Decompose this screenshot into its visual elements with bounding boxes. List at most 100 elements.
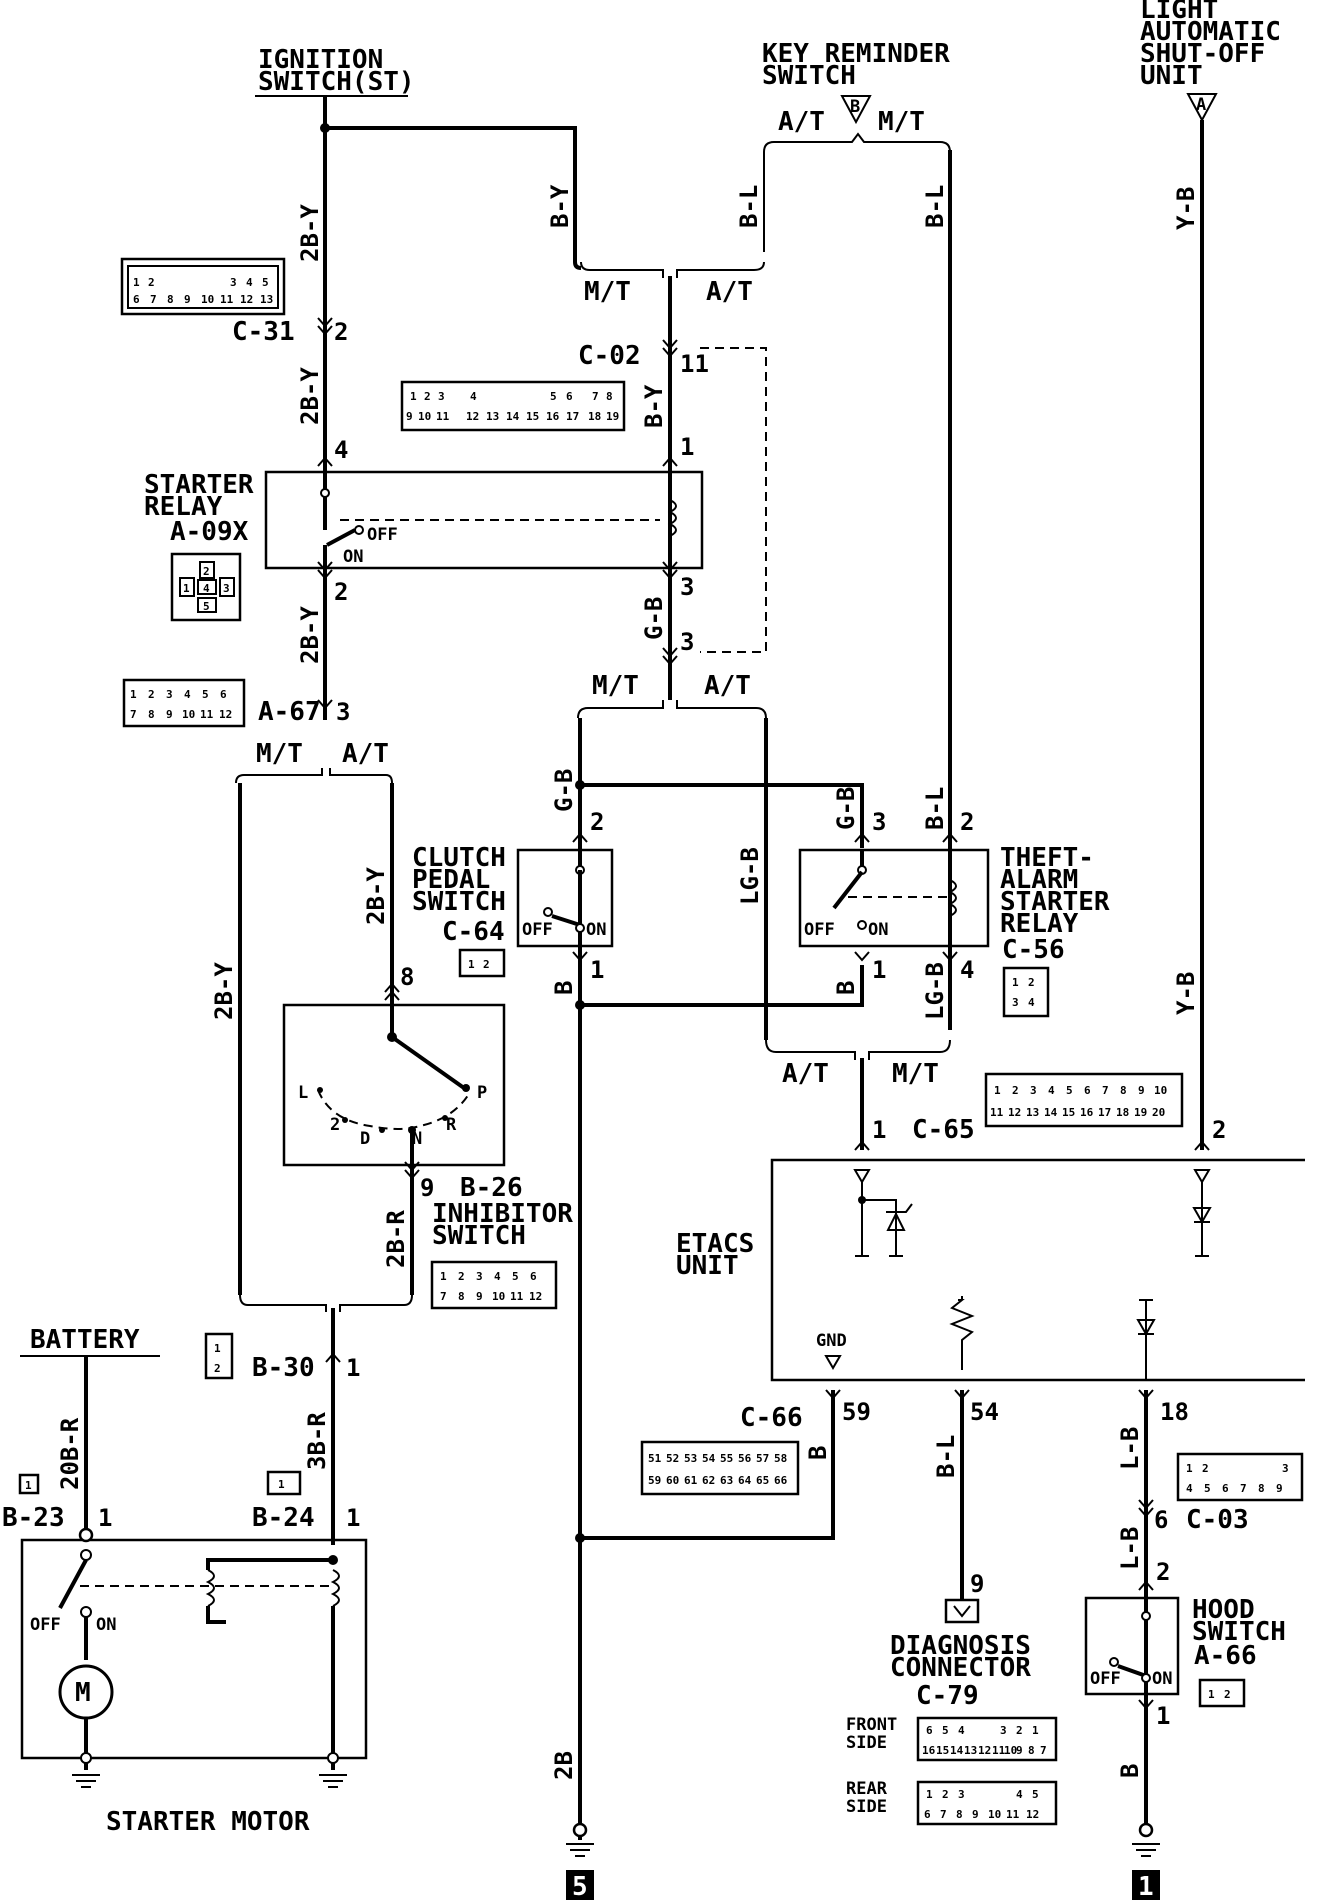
svg-text:7: 7 bbox=[130, 708, 137, 721]
svg-text:6: 6 bbox=[220, 688, 227, 701]
theft-relay-labels: THEFT- ALARM STARTER RELAY C-56 bbox=[1000, 843, 1110, 965]
svg-text:LIGHT: LIGHT bbox=[1140, 0, 1218, 25]
svg-text:9: 9 bbox=[166, 708, 173, 721]
starter-pullin-coil bbox=[205, 1569, 215, 1607]
relay-on: ON bbox=[343, 547, 363, 567]
ground-left-ref-box bbox=[566, 1870, 594, 1900]
connector-b23-face: 1 bbox=[18, 1473, 40, 1495]
svg-text:6: 6 bbox=[566, 390, 573, 403]
hood-blade bbox=[1117, 1664, 1147, 1678]
wire-label-light-yb: Y-B bbox=[1172, 187, 1200, 230]
pin-relay-top: 4 bbox=[334, 436, 348, 464]
battery-label: BATTERY bbox=[30, 1325, 140, 1355]
svg-text:3: 3 bbox=[223, 582, 230, 595]
hood-top-symbol bbox=[1138, 1580, 1154, 1591]
connector-a66-face: 1 2 bbox=[1198, 1678, 1246, 1708]
theft-on: ON bbox=[868, 920, 888, 940]
svg-text:10: 10 bbox=[1004, 1744, 1017, 1757]
pin-relay-coil-top: 1 bbox=[680, 433, 694, 461]
svg-text:3: 3 bbox=[476, 1270, 483, 1283]
center-split-mt: M/T bbox=[592, 671, 639, 701]
svg-text:8: 8 bbox=[167, 293, 174, 306]
starter-off: OFF bbox=[30, 1615, 61, 1635]
svg-text:51: 51 bbox=[648, 1452, 662, 1465]
svg-text:1: 1 bbox=[1186, 1462, 1193, 1475]
svg-text:2: 2 bbox=[330, 1115, 340, 1135]
svg-text:66: 66 bbox=[774, 1474, 788, 1487]
left-split-mt: M/T bbox=[256, 739, 303, 769]
pin-clutch-bot: 1 bbox=[590, 956, 604, 984]
connector-c65-face: 1 2 3 4 5 6 7 8 9 10 11 12 13 14 15 16 1… bbox=[984, 1072, 1184, 1128]
ground-left-symbol bbox=[566, 1843, 594, 1857]
svg-text:12: 12 bbox=[978, 1744, 991, 1757]
connector-c64-face: 1 2 bbox=[458, 948, 506, 978]
svg-text:13: 13 bbox=[964, 1744, 977, 1757]
relay-coil bbox=[667, 499, 677, 537]
connector-c66-label: C-66 bbox=[740, 1403, 803, 1433]
lower-merge-bracket bbox=[765, 1039, 951, 1060]
svg-text:C-56: C-56 bbox=[1002, 935, 1065, 965]
pin-theft-sw-bot: 1 bbox=[872, 956, 886, 984]
relay-off: OFF bbox=[367, 525, 398, 545]
wire-label-ground-2b: 2B bbox=[550, 1751, 578, 1780]
center-merge-bracket bbox=[580, 261, 765, 278]
svg-text:11: 11 bbox=[1006, 1808, 1020, 1821]
svg-text:9: 9 bbox=[972, 1808, 979, 1821]
etacs-labels: ETACS UNIT bbox=[676, 1229, 754, 1281]
diag-terminal-symbol bbox=[953, 1605, 971, 1618]
pin-c31: 2 bbox=[334, 318, 348, 346]
svg-text:9: 9 bbox=[184, 293, 191, 306]
pin-clutch-top: 2 bbox=[590, 808, 604, 836]
svg-text:SIDE: SIDE bbox=[846, 1797, 887, 1817]
wire-label-hood-lb: L-B bbox=[1116, 1427, 1144, 1470]
svg-text:4: 4 bbox=[470, 390, 477, 403]
hood-switch-box bbox=[1084, 1596, 1180, 1696]
inhibitor-top-symbol bbox=[384, 982, 400, 1001]
motor-symbol: M bbox=[75, 1678, 91, 1708]
starter-solenoid-contact bbox=[58, 1559, 88, 1609]
svg-text:11: 11 bbox=[510, 1290, 524, 1303]
connector-c79-rear-face: 1 2 3 4 5 6 7 8 9 10 11 12 bbox=[916, 1780, 1058, 1826]
theft-coil bbox=[947, 879, 957, 917]
svg-text:5: 5 bbox=[1066, 1084, 1073, 1097]
lower-merge-mt: M/T bbox=[892, 1059, 939, 1089]
svg-text:2: 2 bbox=[148, 276, 155, 289]
svg-text:65: 65 bbox=[756, 1474, 769, 1487]
wire-label-diag-bl: B-L bbox=[932, 1435, 960, 1478]
svg-text:16: 16 bbox=[1080, 1106, 1094, 1119]
pin-c02-bot: 3 bbox=[680, 628, 694, 656]
key-reminder-label-1: KEY REMINDER bbox=[762, 39, 950, 69]
svg-text:1: 1 bbox=[130, 688, 137, 701]
svg-text:7: 7 bbox=[592, 390, 599, 403]
svg-text:4: 4 bbox=[1028, 996, 1035, 1009]
svg-text:6: 6 bbox=[530, 1270, 537, 1283]
connector-b26-face: 1 2 3 4 5 6 7 8 9 10 11 12 bbox=[430, 1260, 558, 1310]
svg-text:54: 54 bbox=[702, 1452, 716, 1465]
svg-text:SHUT-OFF: SHUT-OFF bbox=[1140, 39, 1265, 69]
pin-theft-sw-top: 3 bbox=[872, 808, 886, 836]
svg-text:1: 1 bbox=[133, 276, 140, 289]
svg-text:9: 9 bbox=[476, 1290, 483, 1303]
svg-text:2: 2 bbox=[1224, 1688, 1231, 1701]
svg-text:12: 12 bbox=[466, 410, 479, 423]
svg-text:3: 3 bbox=[438, 390, 445, 403]
svg-text:6: 6 bbox=[133, 293, 140, 306]
svg-text:1: 1 bbox=[440, 1270, 447, 1283]
etacs-unit-box bbox=[770, 1158, 1305, 1382]
starter-relay-group: STARTER RELAY A-09X bbox=[144, 470, 704, 570]
pin-gnd: 59 bbox=[842, 1398, 871, 1426]
svg-text:4: 4 bbox=[246, 276, 253, 289]
svg-text:SIDE: SIDE bbox=[846, 1733, 887, 1753]
svg-text:5: 5 bbox=[262, 276, 269, 289]
svg-text:8: 8 bbox=[956, 1808, 963, 1821]
svg-text:1: 1 bbox=[994, 1084, 1001, 1097]
svg-text:60: 60 bbox=[666, 1474, 679, 1487]
pin-hood-bot: 1 bbox=[1156, 1702, 1170, 1730]
svg-text:5: 5 bbox=[203, 600, 210, 613]
svg-text:18: 18 bbox=[1116, 1106, 1129, 1119]
svg-text:THEFT-: THEFT- bbox=[1000, 843, 1094, 873]
svg-text:5: 5 bbox=[550, 390, 557, 403]
svg-text:17: 17 bbox=[1098, 1106, 1111, 1119]
left-split-bracket-at bbox=[329, 768, 393, 784]
svg-text:5: 5 bbox=[1032, 1788, 1039, 1801]
